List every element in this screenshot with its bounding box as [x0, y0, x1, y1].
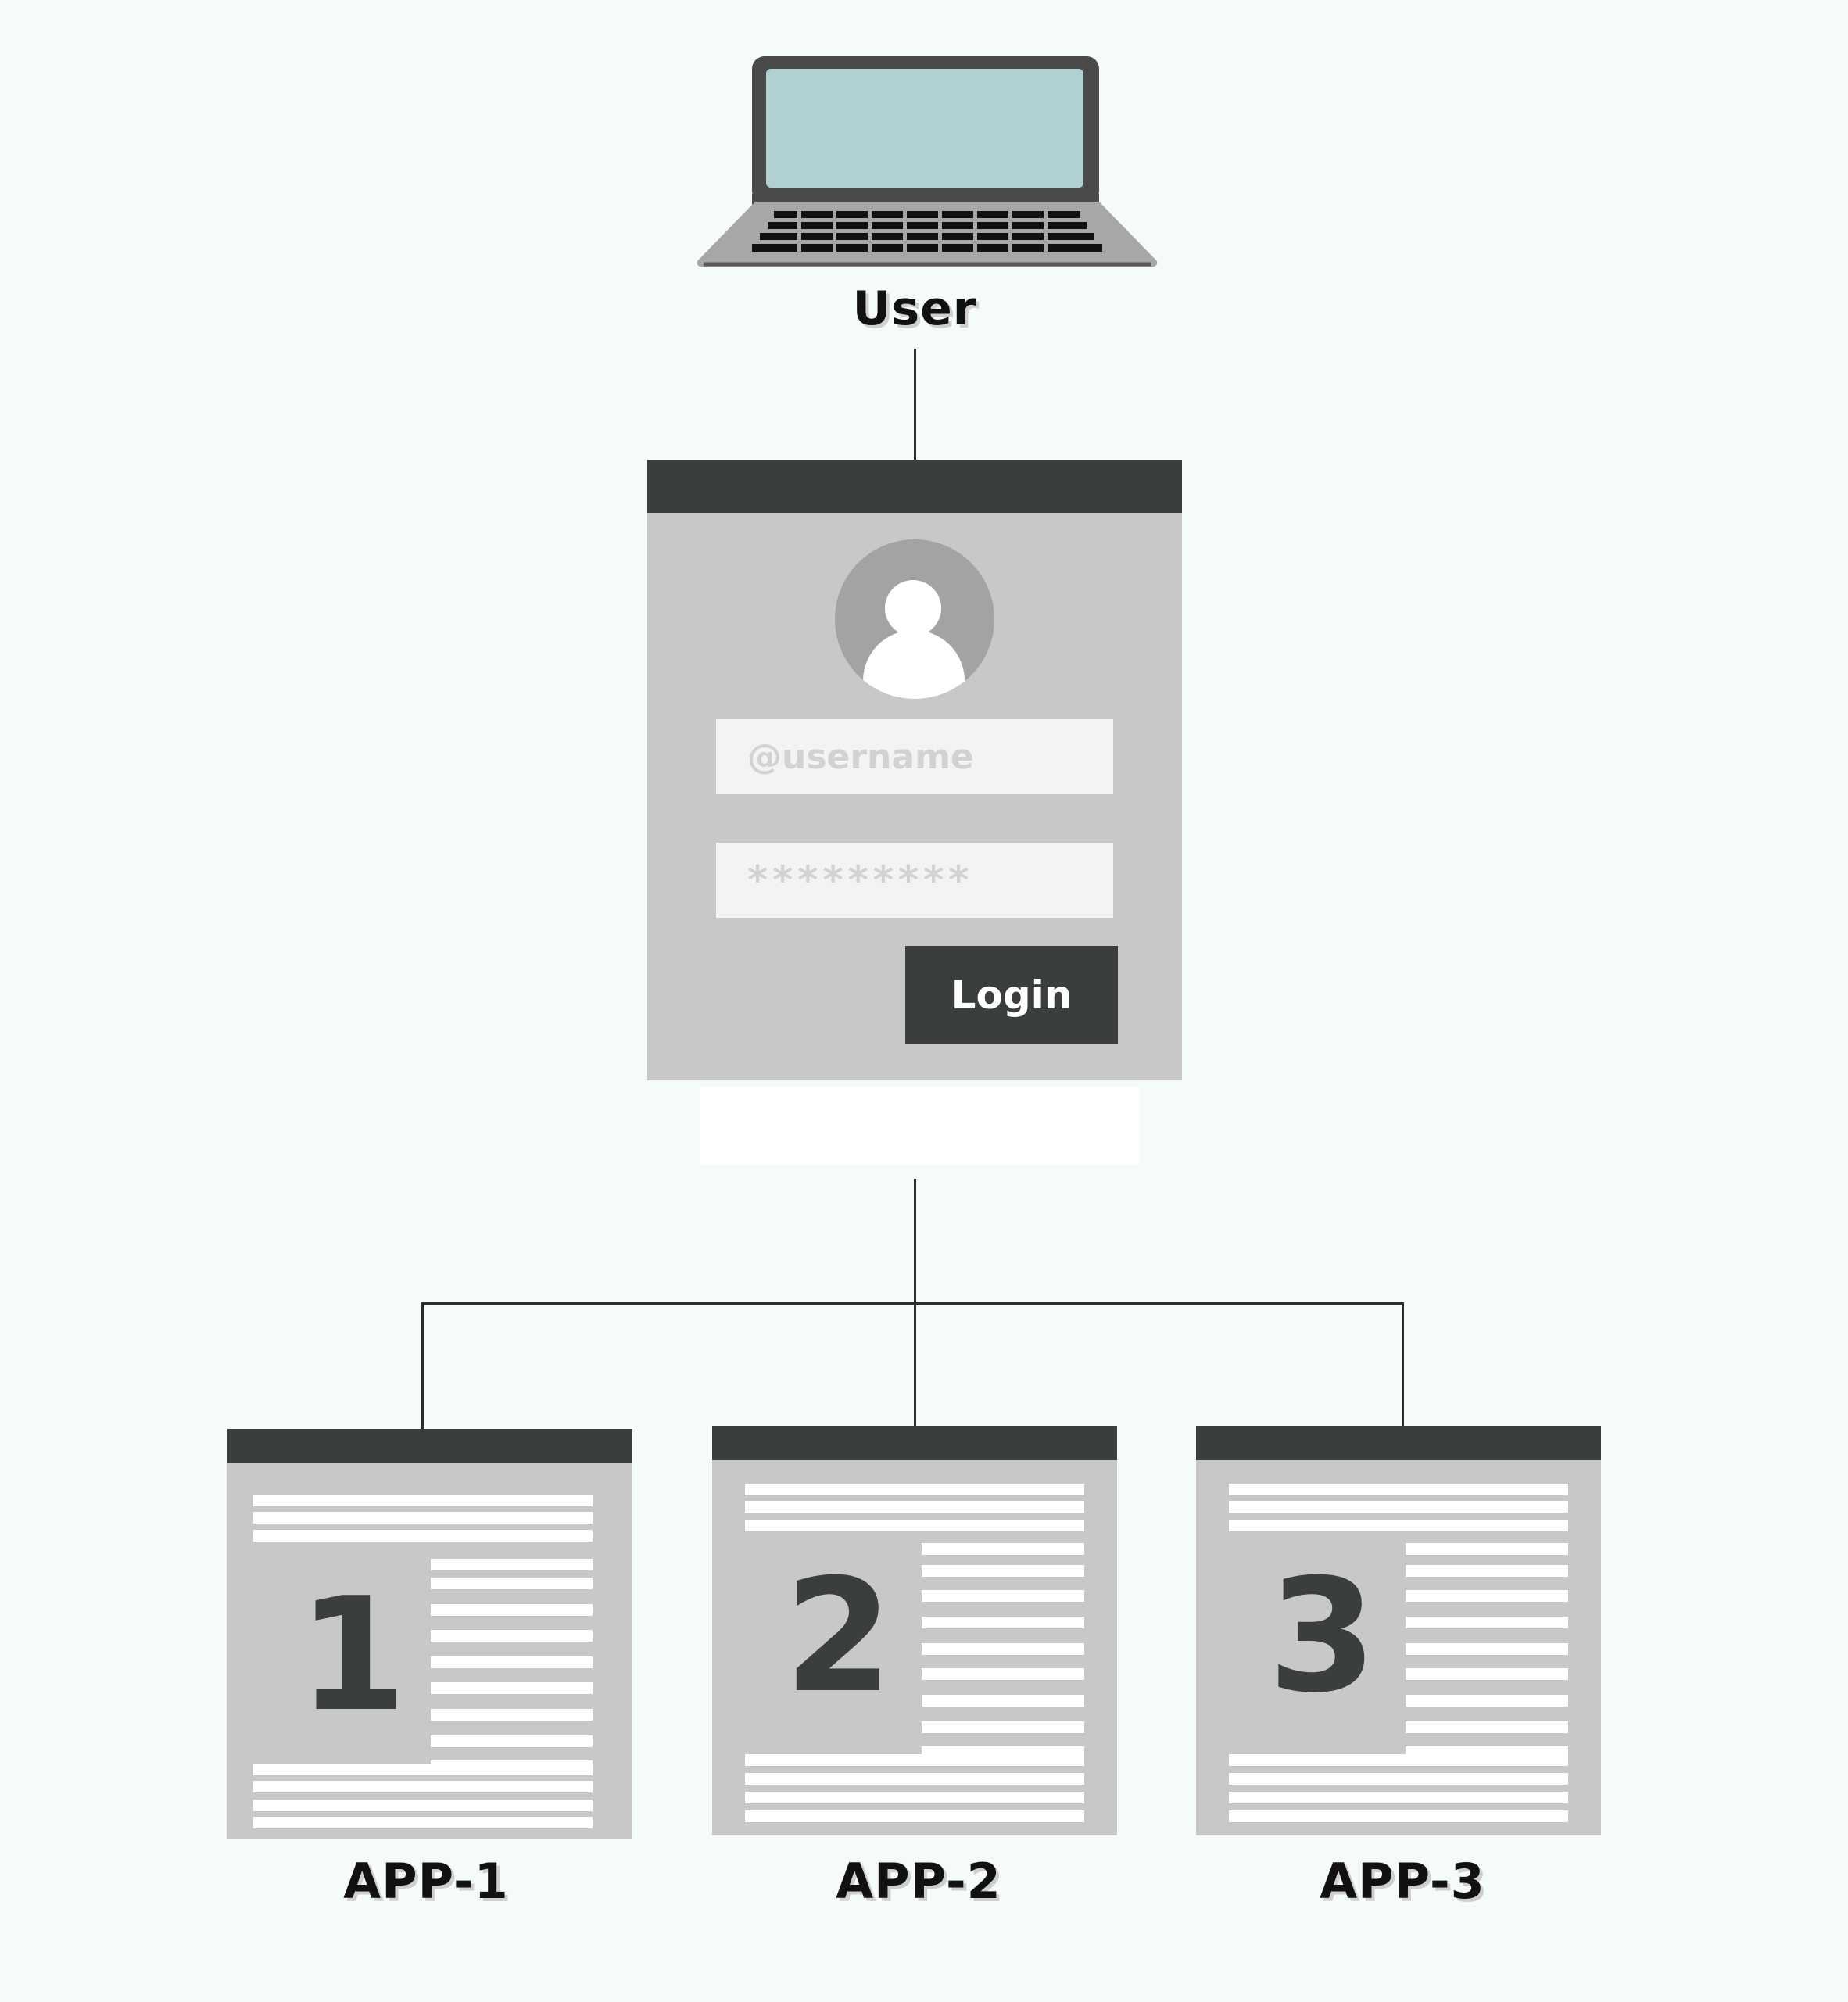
- app-1-label: APP-1: [343, 1853, 509, 1910]
- text-line: [431, 1604, 593, 1616]
- text-line: [1406, 1543, 1568, 1555]
- text-line: [922, 1590, 1084, 1602]
- text-line: [745, 1520, 1084, 1531]
- text-line: [431, 1578, 593, 1589]
- connector-app-1: [421, 1302, 424, 1429]
- app-3-label: APP-3: [1320, 1853, 1485, 1910]
- laptop-screen: [766, 69, 1083, 188]
- text-line: [745, 1501, 1084, 1513]
- app-window-2: 2: [712, 1426, 1117, 1835]
- text-line: [1229, 1810, 1568, 1822]
- text-line: [431, 1630, 593, 1642]
- laptop-keyboard: [697, 202, 1158, 267]
- user-label: User: [852, 281, 977, 336]
- text-line: [922, 1543, 1084, 1555]
- text-line: [431, 1682, 593, 1694]
- text-line: [253, 1530, 593, 1542]
- text-line: [745, 1754, 1084, 1766]
- text-line: [1406, 1617, 1568, 1628]
- app-1-number: 1: [298, 1564, 407, 1746]
- text-line: [745, 1773, 1084, 1785]
- app-2-titlebar: [712, 1426, 1117, 1460]
- connector-branch: [421, 1302, 1404, 1305]
- text-line: [745, 1792, 1084, 1803]
- text-line: [922, 1721, 1084, 1733]
- app-window-1: 1: [227, 1429, 632, 1839]
- avatar-body: [863, 630, 965, 699]
- text-line: [253, 1512, 593, 1524]
- username-field[interactable]: @username: [716, 719, 1113, 794]
- password-placeholder: *********: [747, 858, 974, 903]
- text-line: [922, 1617, 1084, 1628]
- text-line: [253, 1800, 593, 1811]
- text-line: [1406, 1590, 1568, 1602]
- text-line: [1406, 1695, 1568, 1707]
- text-line: [431, 1709, 593, 1721]
- password-field[interactable]: *********: [716, 843, 1113, 918]
- username-placeholder: @username: [747, 736, 974, 777]
- text-line: [253, 1495, 593, 1506]
- text-line: [431, 1735, 593, 1747]
- text-line: [1229, 1773, 1568, 1785]
- text-line: [922, 1668, 1084, 1680]
- text-line: [253, 1817, 593, 1828]
- login-button[interactable]: Login: [905, 946, 1118, 1044]
- text-line: [431, 1559, 593, 1570]
- text-line: [253, 1781, 593, 1792]
- app-window-3: 3: [1196, 1426, 1601, 1835]
- text-line: [1229, 1754, 1568, 1766]
- app-3-number: 3: [1268, 1545, 1377, 1728]
- user-avatar-icon: [835, 539, 994, 699]
- text-line: [922, 1565, 1084, 1577]
- connector-app-3: [1402, 1302, 1404, 1427]
- blank-panel: [700, 1087, 1140, 1165]
- text-line: [1406, 1565, 1568, 1577]
- login-window-titlebar: [647, 460, 1182, 513]
- text-line: [922, 1643, 1084, 1655]
- text-line: [1406, 1668, 1568, 1680]
- text-line: [1406, 1721, 1568, 1733]
- text-line: [1229, 1484, 1568, 1495]
- text-line: [1229, 1501, 1568, 1513]
- text-line: [431, 1656, 593, 1668]
- text-line: [1229, 1792, 1568, 1803]
- app-3-titlebar: [1196, 1426, 1601, 1460]
- text-line: [745, 1810, 1084, 1822]
- app-1-titlebar: [227, 1429, 632, 1463]
- text-line: [1229, 1520, 1568, 1531]
- text-line: [253, 1764, 593, 1775]
- text-line: [745, 1484, 1084, 1495]
- avatar-head: [885, 580, 941, 636]
- text-line: [922, 1695, 1084, 1707]
- text-line: [1406, 1643, 1568, 1655]
- app-2-label: APP-2: [836, 1853, 1001, 1910]
- app-2-number: 2: [784, 1545, 894, 1728]
- connector-user-login: [914, 349, 916, 460]
